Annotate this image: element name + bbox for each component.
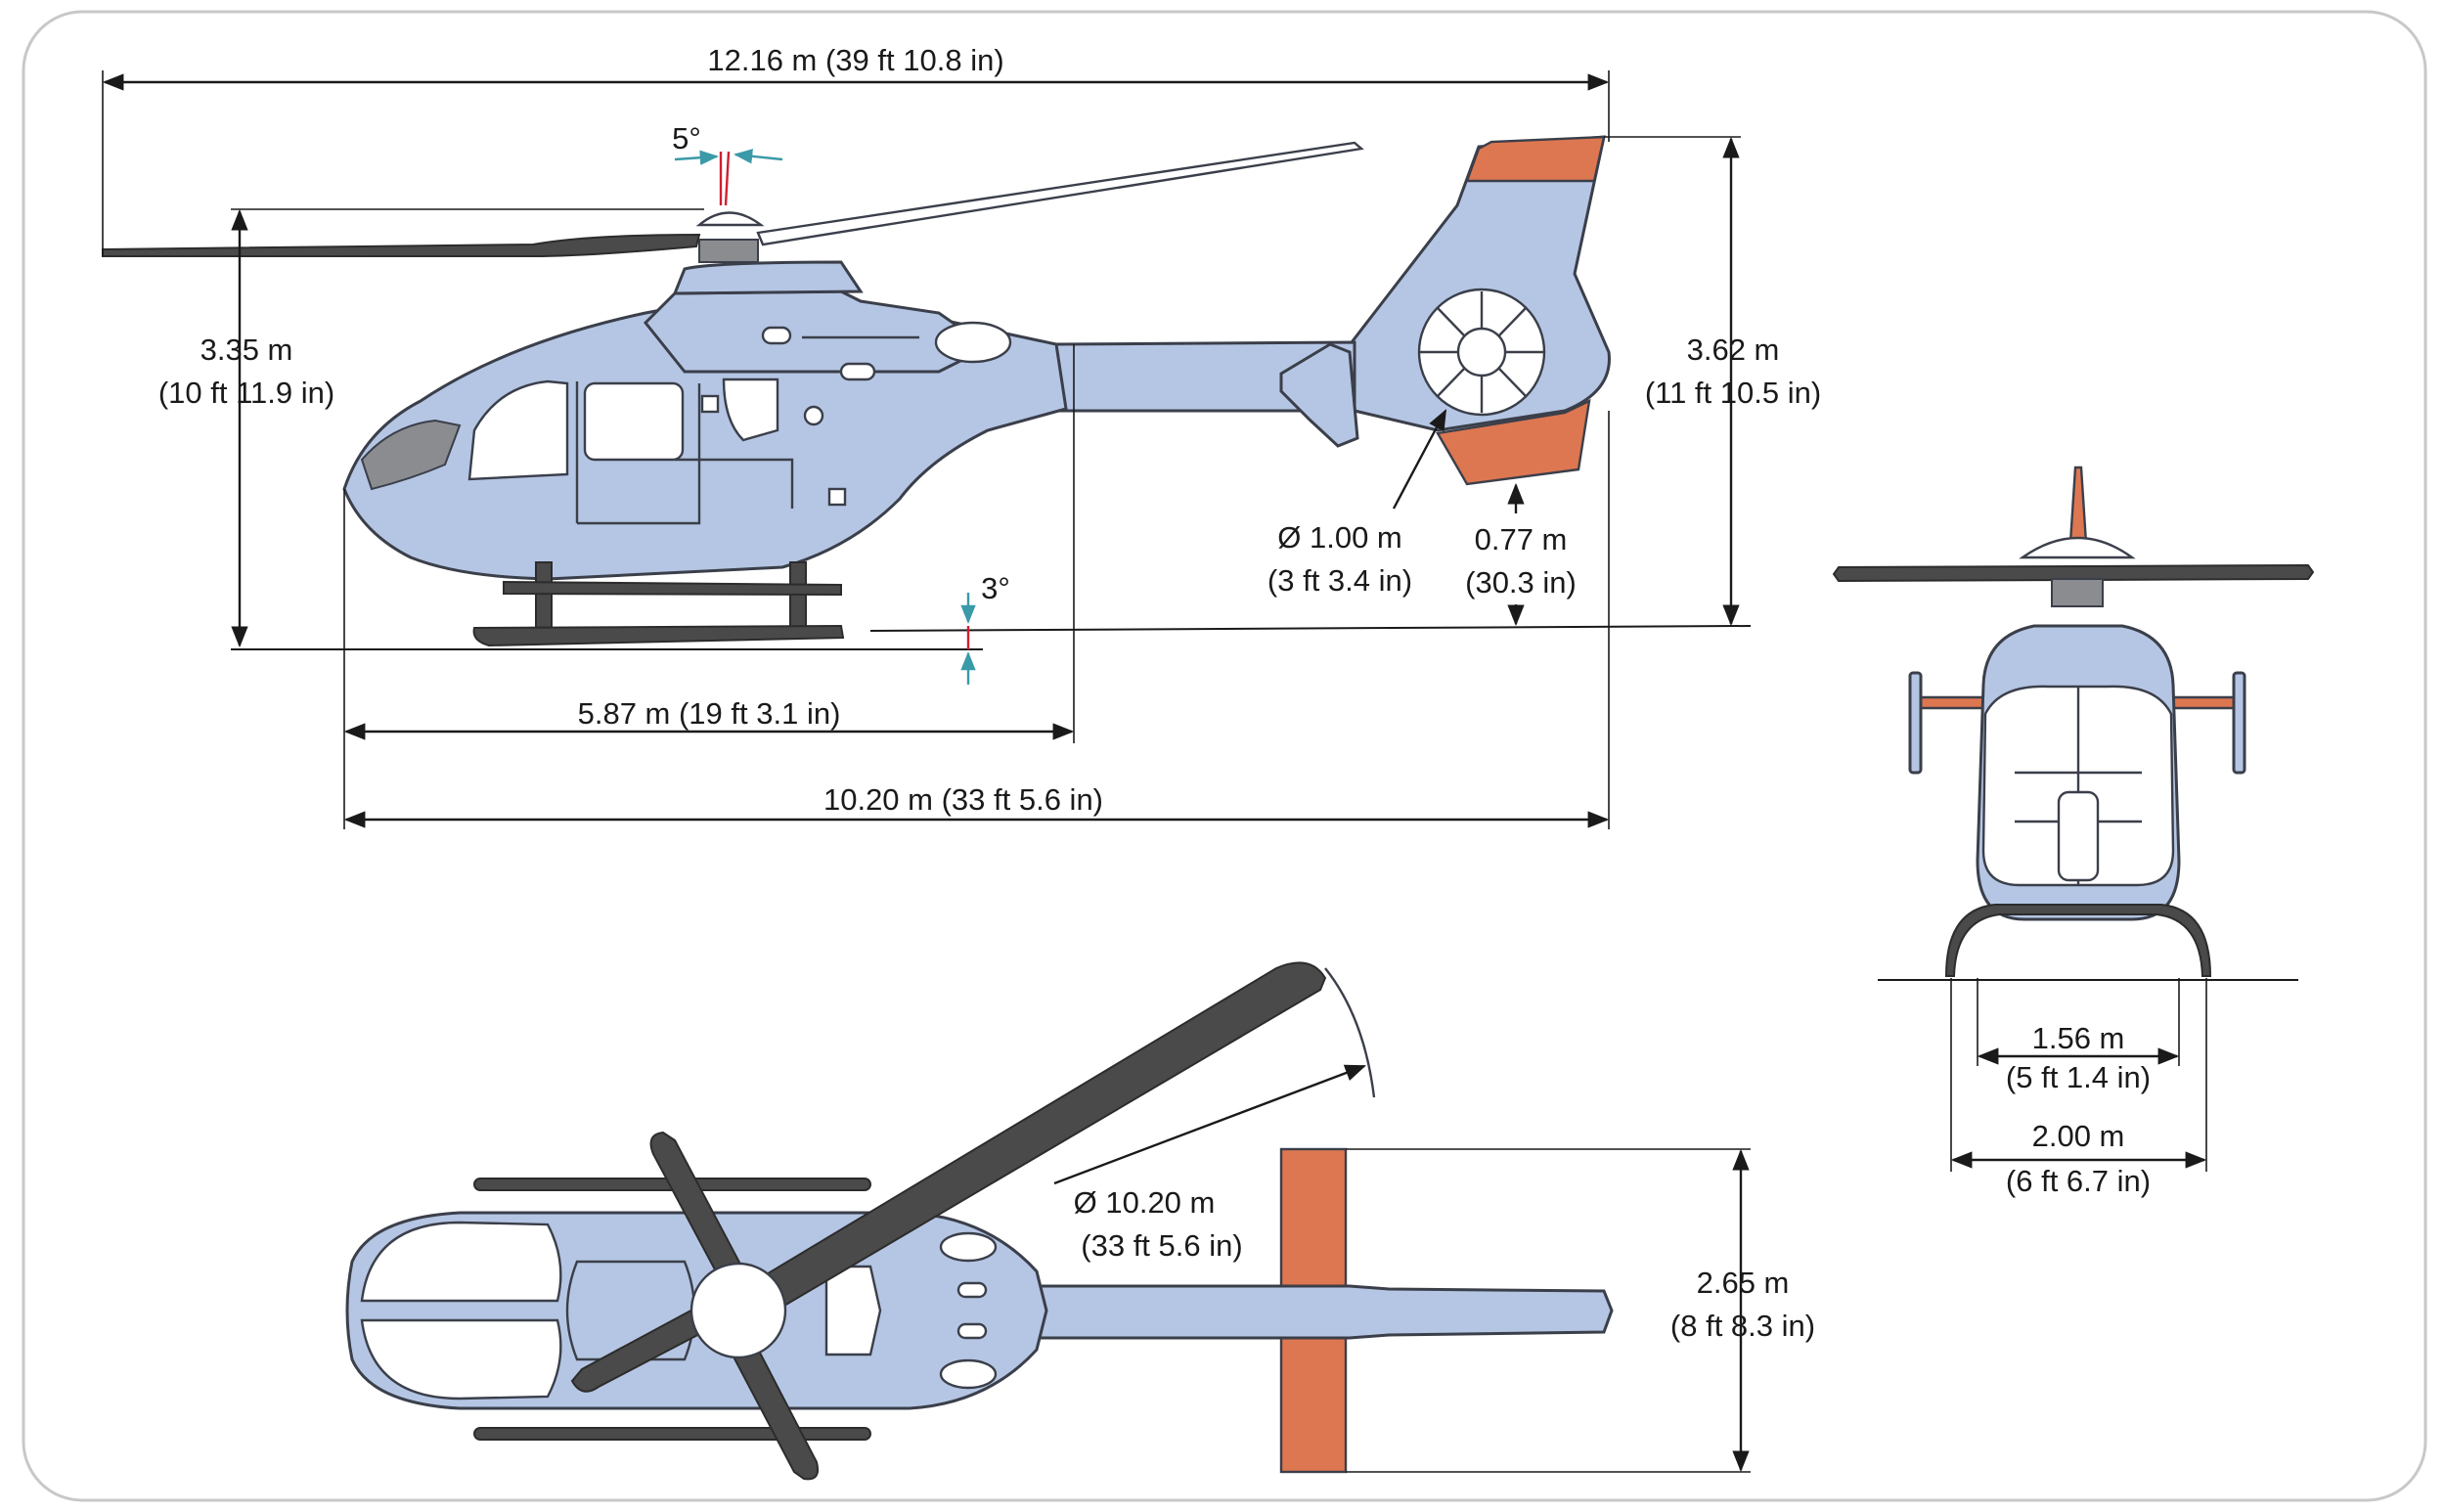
stabilizer-span-m: 2.65 m [1697,1266,1790,1300]
front-rotor-blades [1832,563,2315,583]
top-rotor-blade-1 [724,961,1327,1327]
rotor-hub [698,239,759,263]
total-height-m: 3.62 m [1687,333,1780,367]
top-skid-lower [473,1427,871,1441]
cabin-length-label: 5.87 m (19 ft 3.1 in) [578,696,841,731]
cowling-vent [934,321,1012,364]
tail-fin [1350,135,1611,486]
rotor-height-m: 3.35 m [200,333,293,367]
main-rotor-blade-right [756,141,1364,246]
tail-clearance-ft: (30.3 in) [1465,565,1577,600]
fenestron-dia-m: Ø 1.00 m [1277,520,1402,555]
fenestron-dia-ft: (3 ft 3.4 in) [1267,563,1412,598]
tail-clearance-m: 0.77 m [1475,522,1568,556]
skid-inner-ft: (5 ft 1.4 in) [2006,1060,2151,1094]
top-rotor-blade-3 [649,1131,747,1288]
front-view: 1.56 m (5 ft 1.4 in) 2.00 m (6 ft 6.7 in… [1832,466,2315,1198]
rotor-disc-m: Ø 10.20 m [1074,1185,1216,1220]
mast-tilt-label: 5° [672,121,701,156]
rotor-disc-dimension-line [1053,1064,1367,1185]
rotor-span-label: 12.16 m (39 ft 10.8 in) [707,43,1003,77]
fuselage-length-label: 10.20 m (33 ft 5.6 in) [823,782,1103,817]
rotor-fairing [672,260,864,295]
skid-outer-m: 2.00 m [2032,1119,2125,1153]
front-door-window [467,379,569,481]
rear-door-window [583,381,685,462]
ground-angle-label: 3° [981,571,1010,605]
skid-outer-ft: (6 ft 6.7 in) [2006,1164,2151,1198]
stabilizer-span-ft: (8 ft 8.3 in) [1670,1309,1815,1343]
cabin-window [722,378,779,442]
top-view: Ø 10.20 m (33 ft 5.6 in) 2.65 m (8 ft 8.… [345,961,1815,1481]
rotor-disc-ft: (33 ft 5.6 in) [1081,1228,1242,1263]
main-rotor-blade-left [102,233,701,257]
front-skid-gear [1944,904,2212,977]
hub-cap [695,211,765,227]
top-rotor-blade-4 [724,1328,820,1481]
rotor-height-ft: (10 ft 11.9 in) [158,376,334,410]
skid-inner-m: 1.56 m [2032,1021,2125,1055]
top-rotor-hub [689,1262,787,1359]
side-view: 12.16 m (39 ft 10.8 in) 5° 3.35 m (10 ft… [102,43,1821,829]
horizontal-stabilizer [1279,342,1359,448]
total-height-ft: (11 ft 10.5 in) [1645,376,1821,410]
top-rotor-blade-2 [570,1299,728,1393]
top-tail-boom [1035,1284,1614,1340]
landing-gear [472,561,845,647]
front-hub-cap [2019,536,2136,559]
cockpit-window [360,419,462,491]
